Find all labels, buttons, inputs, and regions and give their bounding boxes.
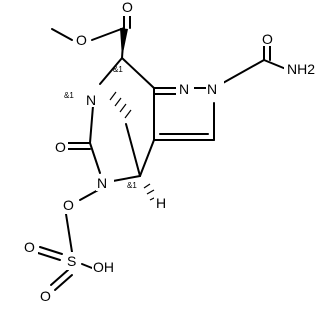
atom-n-pyrazole-1: N: [179, 81, 189, 97]
bond-bridgehead-h-hash-1: [143, 183, 151, 189]
atom-s-sulfate: S: [67, 253, 76, 269]
atom-n-carboxamide: NH2: [287, 61, 315, 77]
bond-s-o-double-lower-a: [50, 269, 69, 286]
atom-o-amide: O: [262, 31, 273, 47]
bond-bridge-n-urea-c: [89, 105, 94, 144]
atom-o-sulfate-1: O: [24, 239, 35, 255]
atom-o-sulfate-link: O: [63, 197, 74, 213]
bond-urea-c-n: [89, 142, 101, 174]
atom-labels: O O N N O NH2 N O N O S O O OH H: [22, 0, 324, 305]
bond-s-o-double-upper-b: [37, 252, 61, 261]
atom-o-sulfate-2: O: [40, 288, 51, 304]
bond-bridgehead-c-ring-c: [139, 139, 155, 177]
bond-bridge-n-methylene-hash-3: [119, 103, 127, 113]
atom-n-pyrazole-2: N: [207, 81, 217, 97]
stereo-label-upper-c: &1: [113, 65, 123, 74]
bond-amide-c-n: [263, 59, 287, 70]
atom-o-ester: O: [76, 32, 87, 48]
stereo-labels: &1 &1 &1: [64, 65, 137, 190]
wedge-bond-upper: [120, 28, 128, 58]
bond-s-o-double-upper-a: [39, 246, 63, 255]
bond-bridge-n-methylene-hash-4: [124, 109, 132, 119]
bond-urea-n-bridgehead-c: [112, 175, 141, 182]
bond-bridge-n-methylene-hash-1: [109, 91, 117, 101]
atom-oh-sulfate: OH: [93, 259, 114, 275]
bond-bridgehead-h-hash-2: [146, 189, 155, 195]
atom-o-ester-carbonyl: O: [122, 0, 133, 15]
atom-o-urea: O: [55, 139, 66, 155]
atom-h-bridgehead: H: [156, 195, 166, 211]
bond-methyl-o: [51, 28, 73, 41]
bonds: [37, 10, 287, 291]
bond-bridge-n-methylene-hash-2: [114, 97, 122, 107]
atom-n-urea: N: [97, 175, 107, 191]
bond-alpha-c-bridge-n: [99, 57, 123, 85]
stereo-label-lower-c: &1: [127, 181, 137, 190]
bond-o-ester-carbonyl-c: [91, 27, 125, 41]
bond-bridgehead-c-methylene: [125, 123, 141, 177]
bond-s-o-double-lower-b: [54, 274, 73, 291]
bond-o-s: [65, 213, 73, 253]
stereo-label-upper-n: &1: [64, 91, 74, 100]
bond-s-oh: [81, 263, 93, 269]
atom-n-bridge: N: [86, 92, 96, 108]
bond-alpha-c-ring-c: [121, 57, 155, 89]
